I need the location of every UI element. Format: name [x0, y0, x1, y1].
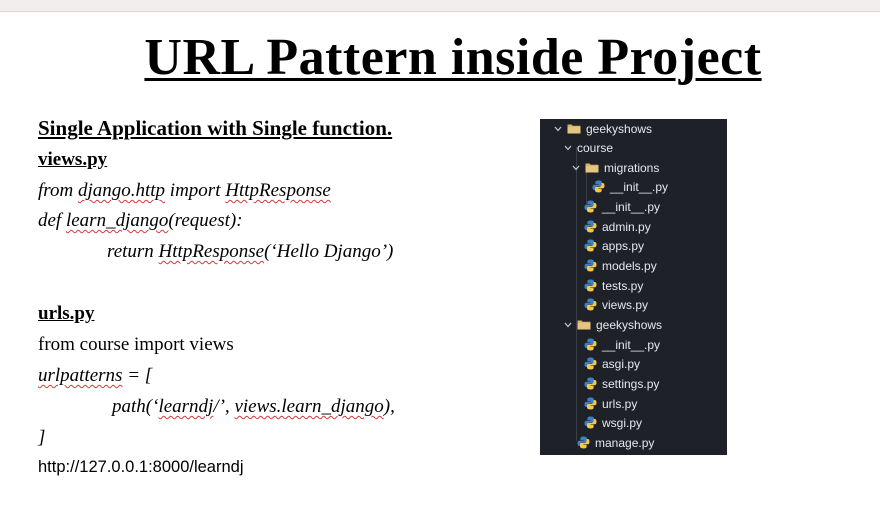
code-keyword: from: [38, 180, 78, 201]
urls-line-1: from course import views: [38, 334, 234, 355]
views-heading: views.py: [38, 149, 108, 170]
tree-label: wsgi.py: [602, 415, 643, 430]
tree-label: course: [577, 140, 614, 155]
slide-subtitle: Single Application with Single function.: [38, 116, 393, 140]
tree-file-wsgi[interactable]: wsgi.py: [584, 413, 642, 432]
python-file-icon: [584, 338, 597, 351]
python-file-icon: [584, 298, 597, 311]
chevron-down-icon: [554, 125, 562, 133]
tree-file-admin[interactable]: admin.py: [584, 217, 651, 236]
tree-file-migrations-init[interactable]: __init__.py: [592, 177, 668, 196]
tree-label: settings.py: [602, 376, 660, 391]
python-file-icon: [584, 357, 597, 370]
folder-open-icon: [577, 319, 591, 330]
python-file-icon: [584, 377, 597, 390]
python-file-icon: [577, 436, 590, 449]
code-punct: ),: [383, 396, 395, 417]
chevron-down-icon: [564, 321, 572, 329]
code-keyword: def: [38, 210, 66, 231]
url-text: http://127.0.0.1:8000/learndj: [38, 458, 244, 476]
tree-file-manage[interactable]: manage.py: [577, 433, 654, 452]
tree-file-asgi[interactable]: asgi.py: [584, 354, 640, 373]
tree-label: __init__.py: [602, 199, 661, 214]
folder-open-icon: [567, 123, 581, 134]
tree-label: asgi.py: [602, 356, 641, 371]
tree-file-apps[interactable]: apps.py: [584, 236, 644, 255]
python-file-icon: [584, 239, 597, 252]
code-class: HttpResponse: [225, 180, 331, 201]
tree-folder-geekyshows-project[interactable]: geekyshows: [564, 315, 662, 334]
views-line-1: from django.http import HttpResponse: [38, 180, 331, 202]
tree-label: admin.py: [602, 219, 651, 234]
top-bar: [0, 0, 880, 12]
urls-line-3: path(‘learndj/’, views.learn_django),: [112, 396, 395, 418]
code-route: learndj: [158, 396, 214, 417]
tree-file-views[interactable]: views.py: [584, 295, 648, 314]
urls-line-2: urlpatterns = [: [38, 365, 152, 387]
views-line-2: def learn_django(request):: [38, 210, 243, 232]
tree-label: tests.py: [602, 278, 644, 293]
tree-label: __init__.py: [602, 337, 661, 352]
tree-folder-migrations[interactable]: migrations: [572, 158, 659, 177]
python-file-icon: [584, 279, 597, 292]
tree-file-course-init[interactable]: __init__.py: [584, 197, 660, 216]
code-class: HttpResponse: [158, 241, 265, 262]
tree-file-tests[interactable]: tests.py: [584, 276, 643, 295]
code-module: django.http: [77, 180, 166, 201]
python-file-icon: [584, 200, 597, 213]
chevron-down-icon: [564, 144, 572, 152]
python-file-icon: [584, 416, 597, 429]
code-view-ref: views.learn_django: [234, 396, 384, 417]
tree-label: geekyshows: [586, 121, 653, 136]
tree-file-project-init[interactable]: __init__.py: [584, 335, 660, 354]
chevron-down-icon: [572, 164, 580, 172]
code-variable: urlpatterns: [38, 365, 123, 386]
tree-label: views.py: [602, 297, 649, 312]
slide-title: URL Pattern inside Project: [144, 29, 762, 86]
python-file-icon: [584, 397, 597, 410]
tree-label: migrations: [604, 160, 660, 175]
file-explorer: geekyshows course migrations __init__.py…: [540, 119, 727, 455]
code-function: learn_django: [65, 210, 169, 231]
code-operator: = [: [122, 365, 153, 386]
tree-folder-course[interactable]: course: [564, 138, 613, 157]
code-params: (request):: [168, 210, 243, 231]
folder-open-icon: [585, 162, 599, 173]
tree-label: manage.py: [595, 435, 655, 450]
tree-label: models.py: [602, 258, 657, 273]
tree-label: urls.py: [602, 396, 638, 411]
code-args: (‘Hello Django’): [264, 241, 394, 262]
python-file-icon: [584, 220, 597, 233]
code-keyword: return: [107, 241, 159, 262]
tree-file-urls[interactable]: urls.py: [584, 394, 637, 413]
tree-label: geekyshows: [596, 317, 663, 332]
urls-line-4: ]: [38, 427, 46, 448]
code-punct: /’,: [213, 396, 235, 417]
tree-file-settings[interactable]: settings.py: [584, 374, 659, 393]
tree-file-models[interactable]: models.py: [584, 256, 657, 275]
tree-label: __init__.py: [610, 179, 669, 194]
python-file-icon: [592, 180, 605, 193]
code-keyword: import: [165, 180, 226, 201]
code-call: path(‘: [112, 396, 159, 417]
tree-label: apps.py: [602, 238, 645, 253]
python-file-icon: [584, 259, 597, 272]
urls-heading: urls.py: [38, 303, 95, 324]
tree-folder-geekyshows-root[interactable]: geekyshows: [554, 119, 652, 138]
views-line-3: return HttpResponse(‘Hello Django’): [107, 241, 393, 263]
